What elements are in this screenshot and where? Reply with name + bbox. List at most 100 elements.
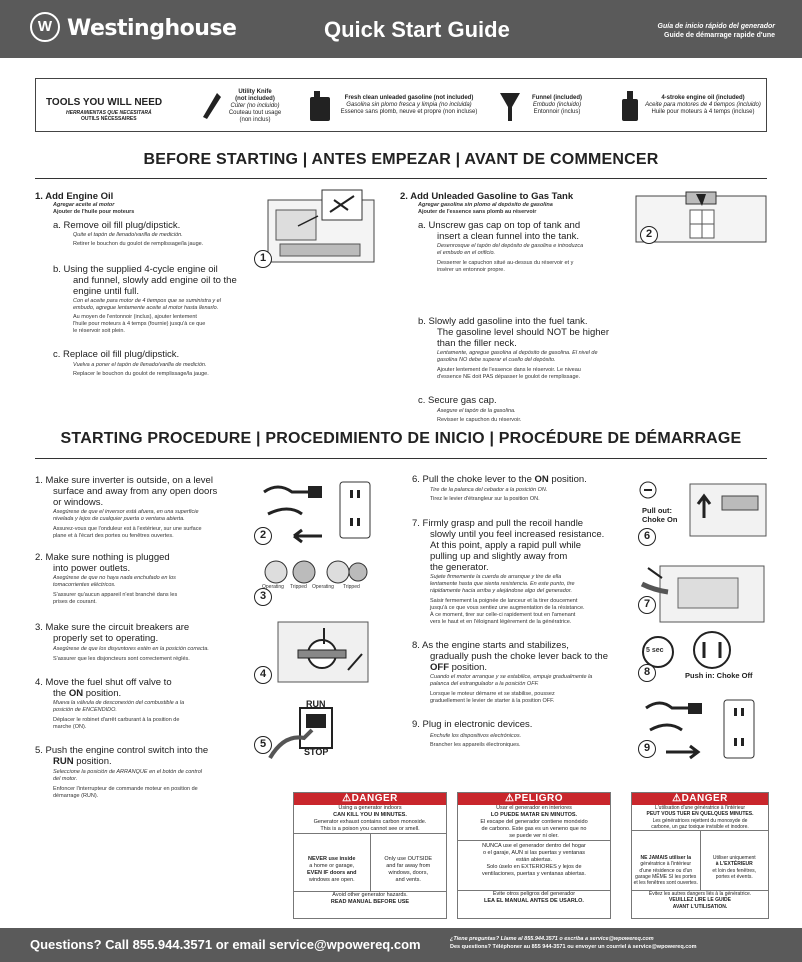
start-step-5-es-1: Seleccione la posición de ARRANQUE en el… xyxy=(53,769,202,775)
oil-step-a-fr: Retirer le bouchon du goulot de rempliss… xyxy=(73,241,204,247)
start-step-8-line-1: 8. As the engine starts and stabilizes, xyxy=(412,640,569,651)
start-step-9-es: Enchufe los dispositivos electrónicos. xyxy=(430,733,522,739)
danger-en-only-4: and vents. xyxy=(395,877,421,883)
oil-step-b-3: engine until full. xyxy=(73,286,140,297)
danger-es-line-1: Usar el generador en interiores xyxy=(496,805,572,811)
start-step-7-es-1: Sujete firmemente la cuerda de arranque … xyxy=(430,574,562,580)
start-step-5-line-2: RUN position. xyxy=(53,756,112,767)
start-step-2-line-2: into power outlets. xyxy=(53,563,131,574)
start-step-9-fr: Brancher les appareils électroniques. xyxy=(430,742,521,748)
start-step-6-text: 6. Pull the choke lever to the xyxy=(412,474,535,485)
oil-step-c-fr: Replacer le bouchon du goulot de remplis… xyxy=(73,371,209,377)
start-step-6-es: Tire de la palanca del cebador a la posi… xyxy=(430,487,548,493)
knife-fr: Couteau tout usage xyxy=(228,110,282,116)
tool-funnel: Funnel (included) Embudo (incluido) Ento… xyxy=(522,95,592,116)
danger-fr-line-1: L'utilisation d'une génératrice à l'inté… xyxy=(654,805,746,811)
knife-not-included: (not included) xyxy=(235,96,275,102)
gas-step-b-fr-1: Ajouter lentement de l'essence dans le r… xyxy=(437,367,581,373)
push-in-choke-off-label: Push in: Choke Off xyxy=(685,671,753,680)
start-step-4-es-1: Mueva la válvula de desconexión del comb… xyxy=(53,700,185,706)
knife-label: Utility Knife xyxy=(238,89,272,95)
start-step-1-es-2: nivelada y lejos de cualquier puerta o v… xyxy=(53,516,185,522)
subtitle-fr: Guide de démarrage rapide d'une xyxy=(664,32,775,39)
gas-step-a-fr-1: Desserrer le capuchon situé au-dessus du… xyxy=(437,260,574,266)
start-step-9-line-1: 9. Plug in electronic devices. xyxy=(412,719,533,730)
switch-stop-label: STOP xyxy=(304,747,329,757)
danger-fr-only-1: Utiliser uniquement xyxy=(712,855,756,862)
danger-fr-never-1: NE JAMAIS utiliser la xyxy=(640,855,692,862)
figure-number-2: 2 xyxy=(640,226,658,244)
start-step-4-fr-2: marche (ON). xyxy=(53,724,87,730)
start-step-2-es-2: tomacorrientes eléctricos. xyxy=(53,582,116,588)
oil-step-a: a. Remove oil fill plug/dipstick. xyxy=(53,220,181,231)
start-step-1-es-1: Asegúrese de que el inversor está afuera… xyxy=(53,509,199,515)
danger-fr-line-3: Les génératrices rejettent du monoxyde d… xyxy=(652,817,748,824)
add-oil-es: Agregar aceite al motor xyxy=(53,202,115,208)
start-step-4-line-2: the ON position. xyxy=(53,688,121,699)
danger-en-never-1: NEVER use inside xyxy=(308,856,356,862)
funnel-label: Funnel (included) xyxy=(532,95,582,101)
danger-en-only-2: and far away from xyxy=(386,863,431,869)
header-bar: W Westinghouse Quick Start Guide Guía de… xyxy=(0,0,802,58)
gas-step-a-es-2: el embudo en el orificio. xyxy=(437,250,496,256)
danger-es-line-2: LO PUEDE MATAR EN MINUTOS. xyxy=(490,812,578,818)
oil-step-b-fr-3: le réservoir soit plein. xyxy=(73,328,125,334)
funnel-fr: Entonnoir (inclus) xyxy=(533,109,581,115)
engine-switch-illustration xyxy=(268,707,333,760)
fuel-valve-illustration xyxy=(277,621,369,683)
start-step-8-line-3: OFF position. xyxy=(430,662,487,673)
danger-header-es: ⚠PELIGRO xyxy=(458,793,610,805)
start-step-8-line-2: gradually push the choke lever back to t… xyxy=(430,651,608,662)
five-second-label: 5 sec xyxy=(646,647,664,654)
page-title: Quick Start Guide xyxy=(324,17,510,42)
danger-fr-footer-3: AVANT L'UTILISATION. xyxy=(672,903,728,910)
danger-label-english: ⚠DANGER Using a generator indoors CAN KI… xyxy=(293,792,447,919)
danger-fr-only-3: et loin des fenêtres, xyxy=(712,867,757,874)
oil-step-b-fr-2: l'huile pour moteurs à 4 temps (fournie)… xyxy=(73,321,206,327)
start-step-3-line-1: 3. Make sure the circuit breakers are xyxy=(35,622,190,633)
start-step-3-es: Asegúrese de que los disyuntores estén e… xyxy=(53,646,209,652)
danger-es-only-2: ventilaciones, puertas y ventanas abiert… xyxy=(482,871,586,877)
start-step-5-line-1: 5. Push the engine control switch into t… xyxy=(35,745,209,756)
start-step-4-es-2: posición de ENCENDIDO. xyxy=(53,707,117,713)
breaker-label-operating-2: Operating xyxy=(312,584,334,590)
danger-title-es: PELIGRO xyxy=(514,793,563,804)
start-step-2-line-1: 2. Make sure nothing is plugged xyxy=(35,552,170,563)
gas-can-icon xyxy=(310,91,330,121)
danger-title-en: DANGER xyxy=(351,793,398,804)
danger-fr-columns: NE JAMAIS utiliser la génératrice à l'in… xyxy=(632,830,768,891)
tools-heading-es: HERRAMIENTAS QUE NECESITARÁ xyxy=(66,110,152,116)
funnel-icon xyxy=(500,93,520,121)
start-step-8-off: OFF xyxy=(430,662,449,673)
start-step-7-fr-3: À ce moment, tirer sur celle-ci rapideme… xyxy=(430,612,576,618)
danger-en-only-1: Only use OUTSIDE xyxy=(384,856,433,862)
danger-en-line-1: Using a generator indoors xyxy=(338,805,402,811)
oil-step-b-es-1: Con el aceite para motor de 4 tiempos qu… xyxy=(73,298,221,304)
danger-es-line-5: se puede ver ni oler. xyxy=(509,833,559,839)
footer-contact: Questions? Call 855.944.3571 or email se… xyxy=(30,937,421,952)
gas-step-b-es-2: gasolina NO debe superar el cuello del d… xyxy=(437,357,556,363)
recoil-pull-illustration xyxy=(640,565,765,623)
start-step-5-es-2: del motor. xyxy=(53,776,78,782)
circuit-breaker-illustration xyxy=(264,560,368,584)
danger-es-footer-1: Evite otros peligros del generador xyxy=(458,890,610,898)
start-step-1-fr-1: Assurez-vous que l'onduleur est à l'exté… xyxy=(53,526,202,532)
oil-step-a-es: Quite el tapón de llenado/varilla de med… xyxy=(73,232,183,238)
danger-en-footer-1: Avoid other generator hazards. xyxy=(294,891,446,899)
start-step-7-fr-1: Saisir fermement la poignée de lanceur e… xyxy=(430,598,578,604)
oil-step-b-fr-1: Au moyen de l'entonnoir (inclus), ajoute… xyxy=(73,314,197,320)
start-step-7-fr-2: jusqu'à ce que vous sentiez une augmenta… xyxy=(430,605,585,611)
footer-contact-translations: ¿Tiene preguntas? Llame al 855.944.3571 … xyxy=(450,935,697,951)
start-step-7-line-3: At this point, apply a rapid pull while xyxy=(430,540,582,551)
brand-name: Westinghouse xyxy=(67,16,237,41)
danger-fr-line-4: carbone, un gaz toxique invisible et ino… xyxy=(651,823,749,830)
breaker-label-operating-1: Operating xyxy=(262,584,284,590)
danger-fr-never-5: et les fenêtres sont ouvertes. xyxy=(633,880,698,887)
figure-number-3: 3 xyxy=(254,588,272,606)
oil-es: Aceite para motores de 4 tiempos (inclui… xyxy=(645,102,761,108)
breaker-label-tripped-1: Tripped xyxy=(290,584,307,590)
gas-step-b-3: than the filler neck. xyxy=(437,338,517,349)
utility-knife-icon xyxy=(203,93,221,119)
start-step-4-fr-1: Déplacer le robinet d'arrêt carburant à … xyxy=(53,717,180,723)
danger-en-never: NEVER use inside a home or garage, EVEN … xyxy=(294,834,371,891)
